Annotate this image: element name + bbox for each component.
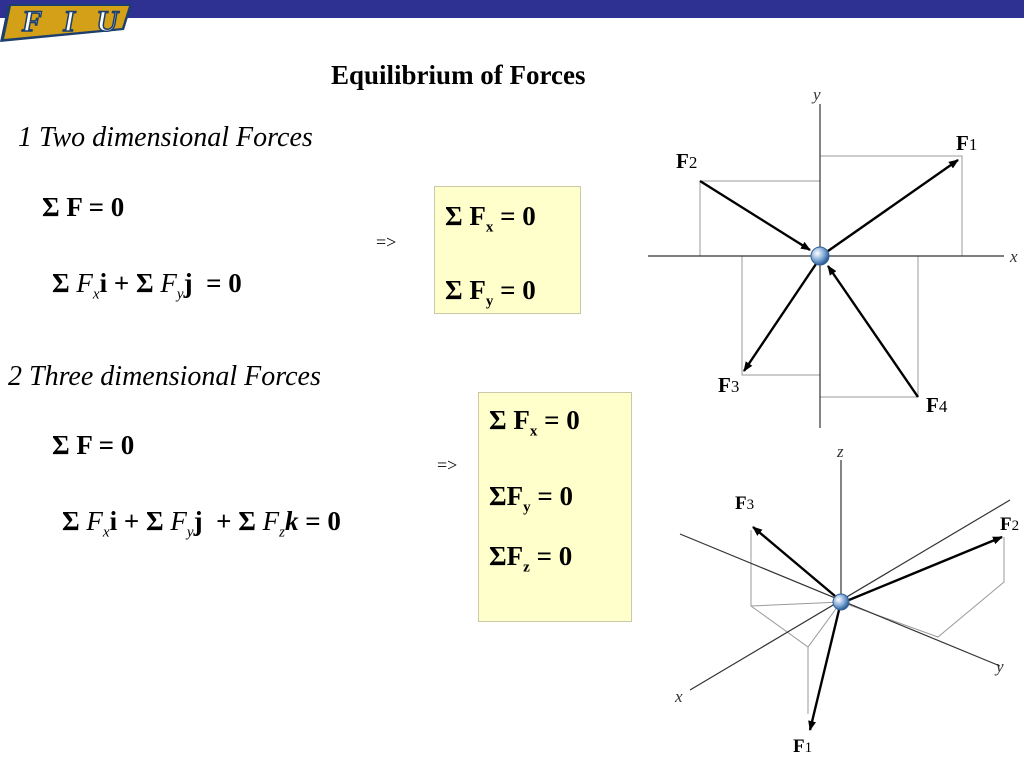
x-axis-label: x [1009,247,1018,266]
sigma-symbol: Σ [489,481,507,511]
eq-2d-vector: Σ Fxi + Σ Fyj = 0 [52,268,242,303]
label-3d-f1: F1 [793,736,812,757]
particle-3d [832,593,850,611]
sigma-symbol: Σ [145,506,164,536]
sub-x: x [529,423,538,440]
eq-text: F = 0 [69,430,135,460]
force-arrows [699,159,959,398]
eq-3d-vector: Σ Fxi + Σ Fyj + Σ Fzk = 0 [62,506,341,541]
plus: + [117,506,146,536]
label-f2: F2 [676,149,697,173]
sigma-symbol: Σ [238,506,256,536]
eq-fx-2d: Σ Fx = 0 [445,201,536,236]
eq-2d-sum: Σ F = 0 [42,192,124,223]
fiu-logo: FIU [0,4,132,42]
sub-y: y [186,524,194,541]
plus: + [107,268,136,298]
eq-fy-3d: ΣFy = 0 [489,481,574,516]
force-3d-f2-arrow [848,535,1003,602]
var-f: F [76,268,93,298]
y-axis-3d-label: y [994,657,1004,676]
slide-title: Equilibrium of Forces [331,60,586,90]
label-f4: F4 [926,393,948,417]
force-3d-f1-arrow [808,609,841,731]
var-f: F [506,541,524,571]
eq-fx-3d: Σ Fx = 0 [489,405,580,440]
var-f: F [170,506,187,536]
sigma-symbol: Σ [489,541,507,571]
sub-z: z [279,524,285,541]
label-f3: F3 [718,373,739,397]
heading-3d: 2 Three dimensional Forces [8,361,321,392]
var-f: F [86,506,103,536]
unit-j: j [183,268,193,298]
diagram-3d-forces: z x y F1 F2 F3 [674,442,1019,757]
force-f2-arrow [699,179,811,252]
label-3d-f3: F3 [735,493,754,514]
implies-arrow-2d: => [376,232,397,252]
z-axis-label: z [836,442,844,461]
y-axis-3d [689,499,1011,691]
force-3d-f3-arrow [752,526,836,597]
sub-y: y [176,286,184,303]
eq-text: = 0 [493,275,536,305]
sigma-symbol: Σ [62,506,80,536]
eq-fz-3d: ΣFz = 0 [489,541,573,576]
sigma-symbol: Σ [445,275,463,305]
particle [810,246,830,266]
result-box-3d: Σ Fx = 0 ΣFy = 0 ΣFz = 0 [478,392,632,622]
force-f3-arrow [743,263,817,372]
result-box-2d: Σ Fx = 0 Σ Fy = 0 [434,186,581,314]
sigma-symbol: Σ [42,192,60,222]
projection-lines [699,155,963,398]
label-3d-f2: F2 [1000,514,1019,535]
implies-arrow-3d: => [437,455,458,475]
plus: + [202,506,239,536]
label-f1: F1 [956,131,977,155]
x-axis-3d-label: x [674,687,683,706]
projection-lines-3d [750,530,1005,714]
eq-text: F = 0 [59,192,125,222]
eq-text: = 0 [530,481,574,511]
var-f: F [506,405,530,435]
var-f: F [462,201,486,231]
sigma-symbol: Σ [52,268,70,298]
sigma-symbol: Σ [52,430,70,460]
heading-2d: 1 Two dimensional Forces [18,122,313,153]
sigma-symbol: Σ [445,201,463,231]
eq-text: = 0 [493,201,536,231]
force-f4-arrow [827,265,919,398]
logo-text: FIU [21,5,119,38]
sub-x: x [485,219,494,236]
sigma-symbol: Σ [489,405,507,435]
unit-i: i [109,506,118,536]
unit-k: k [284,506,299,536]
eq-text: = 0 [192,268,242,298]
header-bar [0,0,1024,18]
sub-y: y [485,293,494,310]
eq-text: = 0 [537,405,580,435]
eq-fy-2d: Σ Fy = 0 [445,275,536,310]
sub-y: y [523,499,531,516]
sub-x: x [92,286,100,303]
eq-3d-sum: Σ F = 0 [52,430,134,461]
eq-text: = 0 [529,541,573,571]
unit-i: i [99,268,108,298]
var-f: F [262,506,280,536]
sigma-symbol: Σ [135,268,154,298]
eq-text: = 0 [298,506,341,536]
sub-z: z [523,559,530,576]
var-f: F [462,275,486,305]
force-f1-arrow [827,159,959,252]
sub-x: x [102,524,110,541]
diagram-2d-forces: x y F1 F2 F3 F4 [648,85,1018,428]
var-f: F [506,481,524,511]
y-axis-label: y [811,85,821,104]
var-f: F [160,268,177,298]
unit-j: j [193,506,203,536]
force-arrows-3d [752,526,1003,731]
